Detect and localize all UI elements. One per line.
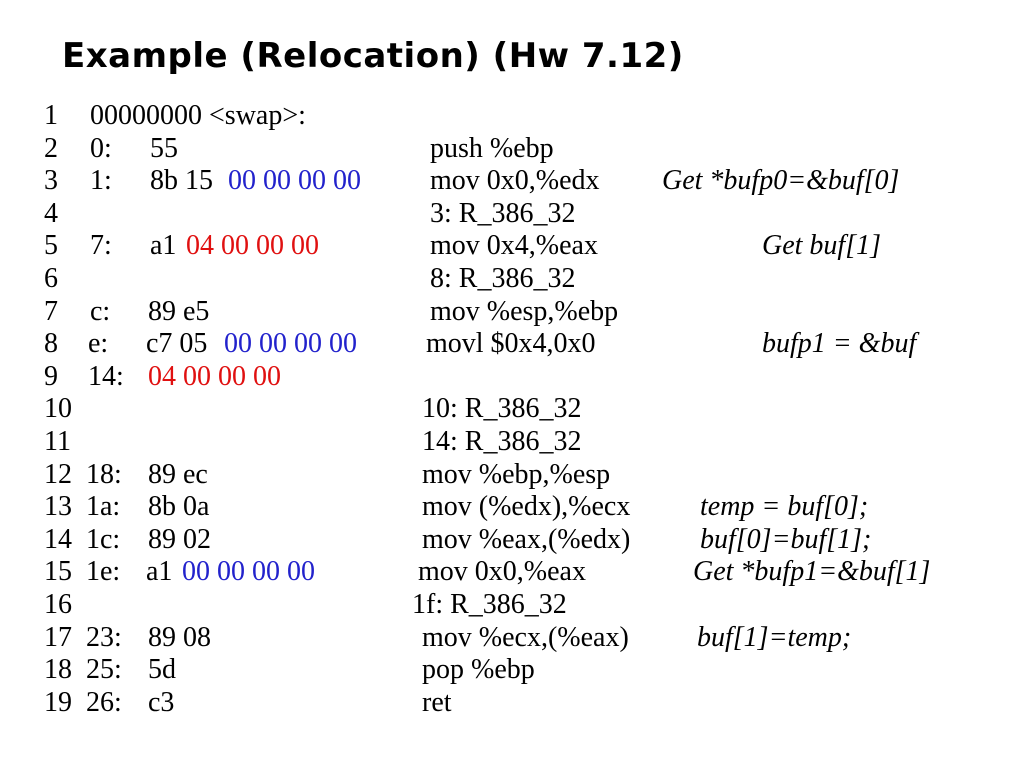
listing-line: 15 1e: a1 00 00 00 00 mov 0x0,%eax Get *bufp1… bbox=[0, 556, 1024, 588]
opcode-bytes: 8b 0a bbox=[148, 491, 210, 523]
line-number: 2 bbox=[44, 132, 58, 164]
instruction: ret bbox=[422, 686, 452, 718]
code-comment: Get buf[1] bbox=[762, 230, 881, 262]
instruction: 8: R_386_32 bbox=[430, 263, 576, 294]
relocation-bytes: 04 00 00 00 bbox=[148, 360, 281, 392]
line-number: 3 bbox=[44, 165, 58, 197]
instruction: push %ebp bbox=[430, 132, 554, 164]
line-number: 17 bbox=[44, 621, 72, 653]
address: 0: bbox=[90, 132, 112, 164]
line-number: 13 bbox=[44, 491, 72, 523]
instruction: movl $0x4,0x0 bbox=[426, 328, 596, 360]
code-comment: buf[1]=temp; bbox=[697, 621, 852, 653]
instruction: mov 0x0,%edx bbox=[430, 165, 600, 197]
address: 25: bbox=[86, 654, 122, 686]
opcode-bytes: 8b 15 bbox=[150, 165, 213, 197]
relocation-bytes: 00 00 00 00 bbox=[224, 328, 357, 360]
instruction: pop %ebp bbox=[422, 654, 535, 686]
code-comment: temp = buf[0]; bbox=[700, 491, 869, 523]
opcode-bytes: 89 08 bbox=[148, 621, 211, 653]
code-comment: Get *bufp1=&buf[1] bbox=[693, 556, 931, 588]
opcode-bytes: a1 bbox=[150, 230, 177, 262]
address: c: bbox=[90, 295, 111, 327]
listing-line: 6 8: R_386_32 bbox=[0, 263, 1024, 295]
line-number: 10 bbox=[44, 393, 72, 425]
opcode-bytes: 89 02 bbox=[148, 523, 211, 555]
opcode-bytes: c3 bbox=[148, 686, 175, 718]
listing-line: 19 26: c3 ret bbox=[0, 687, 1024, 719]
instruction: mov %ebp,%esp bbox=[422, 458, 611, 490]
code-comment: buf[0]=buf[1]; bbox=[700, 523, 872, 555]
address: 18: bbox=[86, 458, 122, 490]
address: 26: bbox=[86, 686, 122, 718]
line-number: 14 bbox=[44, 523, 72, 555]
instruction: mov %eax,(%edx) bbox=[422, 523, 631, 555]
opcode-bytes: 89 ec bbox=[148, 458, 208, 490]
address: 1: bbox=[90, 165, 112, 197]
listing-line: 2 0: 55 push %ebp bbox=[0, 133, 1024, 165]
listing-line: 5 7: a1 04 00 00 00 mov 0x4,%eax Get buf[1] bbox=[0, 230, 1024, 262]
address: 1e: bbox=[86, 556, 121, 588]
address: 7: bbox=[90, 230, 112, 262]
opcode-bytes: 5d bbox=[148, 654, 176, 686]
line-number: 9 bbox=[44, 360, 58, 392]
line-number: 16 bbox=[44, 589, 72, 620]
opcode-bytes: 55 bbox=[150, 132, 178, 164]
opcode-bytes: c7 05 bbox=[146, 328, 208, 360]
address: 1c: bbox=[86, 523, 121, 555]
line-number: 8 bbox=[44, 328, 58, 360]
listing-line: 4 3: R_386_32 bbox=[0, 198, 1024, 230]
relocation-bytes: 04 00 00 00 bbox=[186, 230, 319, 262]
line-number: 11 bbox=[44, 426, 71, 457]
listing-line: 1 00000000 <swap>: bbox=[0, 100, 1024, 132]
opcode-bytes: 89 e5 bbox=[148, 295, 210, 327]
listing-line: 9 14: 04 00 00 00 bbox=[0, 361, 1024, 393]
line-number: 5 bbox=[44, 230, 58, 262]
listing-line: 12 18: 89 ec mov %ebp,%esp bbox=[0, 459, 1024, 491]
line-number: 12 bbox=[44, 458, 72, 490]
address: 1a: bbox=[86, 491, 121, 523]
line-number: 18 bbox=[44, 654, 72, 686]
instruction: 3: R_386_32 bbox=[430, 197, 576, 229]
listing-line: 8 e: c7 05 00 00 00 00 movl $0x4,0x0 bufp1 = … bbox=[0, 328, 1024, 360]
instruction: 10: R_386_32 bbox=[422, 393, 582, 425]
instruction: 1f: R_386_32 bbox=[412, 589, 567, 620]
line-number: 6 bbox=[44, 263, 58, 294]
code-comment: bufp1 = &buf bbox=[762, 328, 917, 360]
address: 23: bbox=[86, 621, 122, 653]
listing-line: 11 14: R_386_32 bbox=[0, 426, 1024, 458]
slide-title: Example (Relocation) (Hw 7.12) bbox=[62, 36, 684, 76]
code-comment: Get *bufp0=&buf[0] bbox=[662, 165, 900, 197]
listing-line: 13 1a: 8b 0a mov (%edx),%ecx temp = buf[0]; bbox=[0, 491, 1024, 523]
address: 00000000 <swap>: bbox=[90, 100, 306, 131]
listing-line: 3 1: 8b 15 00 00 00 00 mov 0x0,%edx Get *bufp… bbox=[0, 165, 1024, 197]
instruction: mov %ecx,(%eax) bbox=[422, 621, 629, 653]
opcode-bytes: a1 bbox=[146, 556, 173, 588]
listing-line: 10 10: R_386_32 bbox=[0, 393, 1024, 425]
address: e: bbox=[88, 328, 109, 360]
relocation-bytes: 00 00 00 00 bbox=[228, 165, 361, 197]
relocation-bytes: 00 00 00 00 bbox=[182, 556, 315, 588]
listing-line: 16 1f: R_386_32 bbox=[0, 589, 1024, 621]
line-number: 4 bbox=[44, 197, 58, 229]
instruction: mov (%edx),%ecx bbox=[422, 491, 631, 523]
listing-line: 14 1c: 89 02 mov %eax,(%edx) buf[0]=buf[1]; bbox=[0, 524, 1024, 556]
listing-line: 18 25: 5d pop %ebp bbox=[0, 654, 1024, 686]
instruction: mov 0x4,%eax bbox=[430, 230, 598, 262]
listing-line: 7 c: 89 e5 mov %esp,%ebp bbox=[0, 296, 1024, 328]
line-number: 19 bbox=[44, 686, 72, 718]
instruction: 14: R_386_32 bbox=[422, 426, 582, 457]
listing-line: 17 23: 89 08 mov %ecx,(%eax) buf[1]=temp; bbox=[0, 622, 1024, 654]
line-number: 7 bbox=[44, 295, 58, 327]
instruction: mov 0x0,%eax bbox=[418, 556, 586, 588]
line-number: 1 bbox=[44, 100, 58, 131]
line-number: 15 bbox=[44, 556, 72, 588]
instruction: mov %esp,%ebp bbox=[430, 295, 619, 327]
address: 14: bbox=[88, 360, 124, 392]
